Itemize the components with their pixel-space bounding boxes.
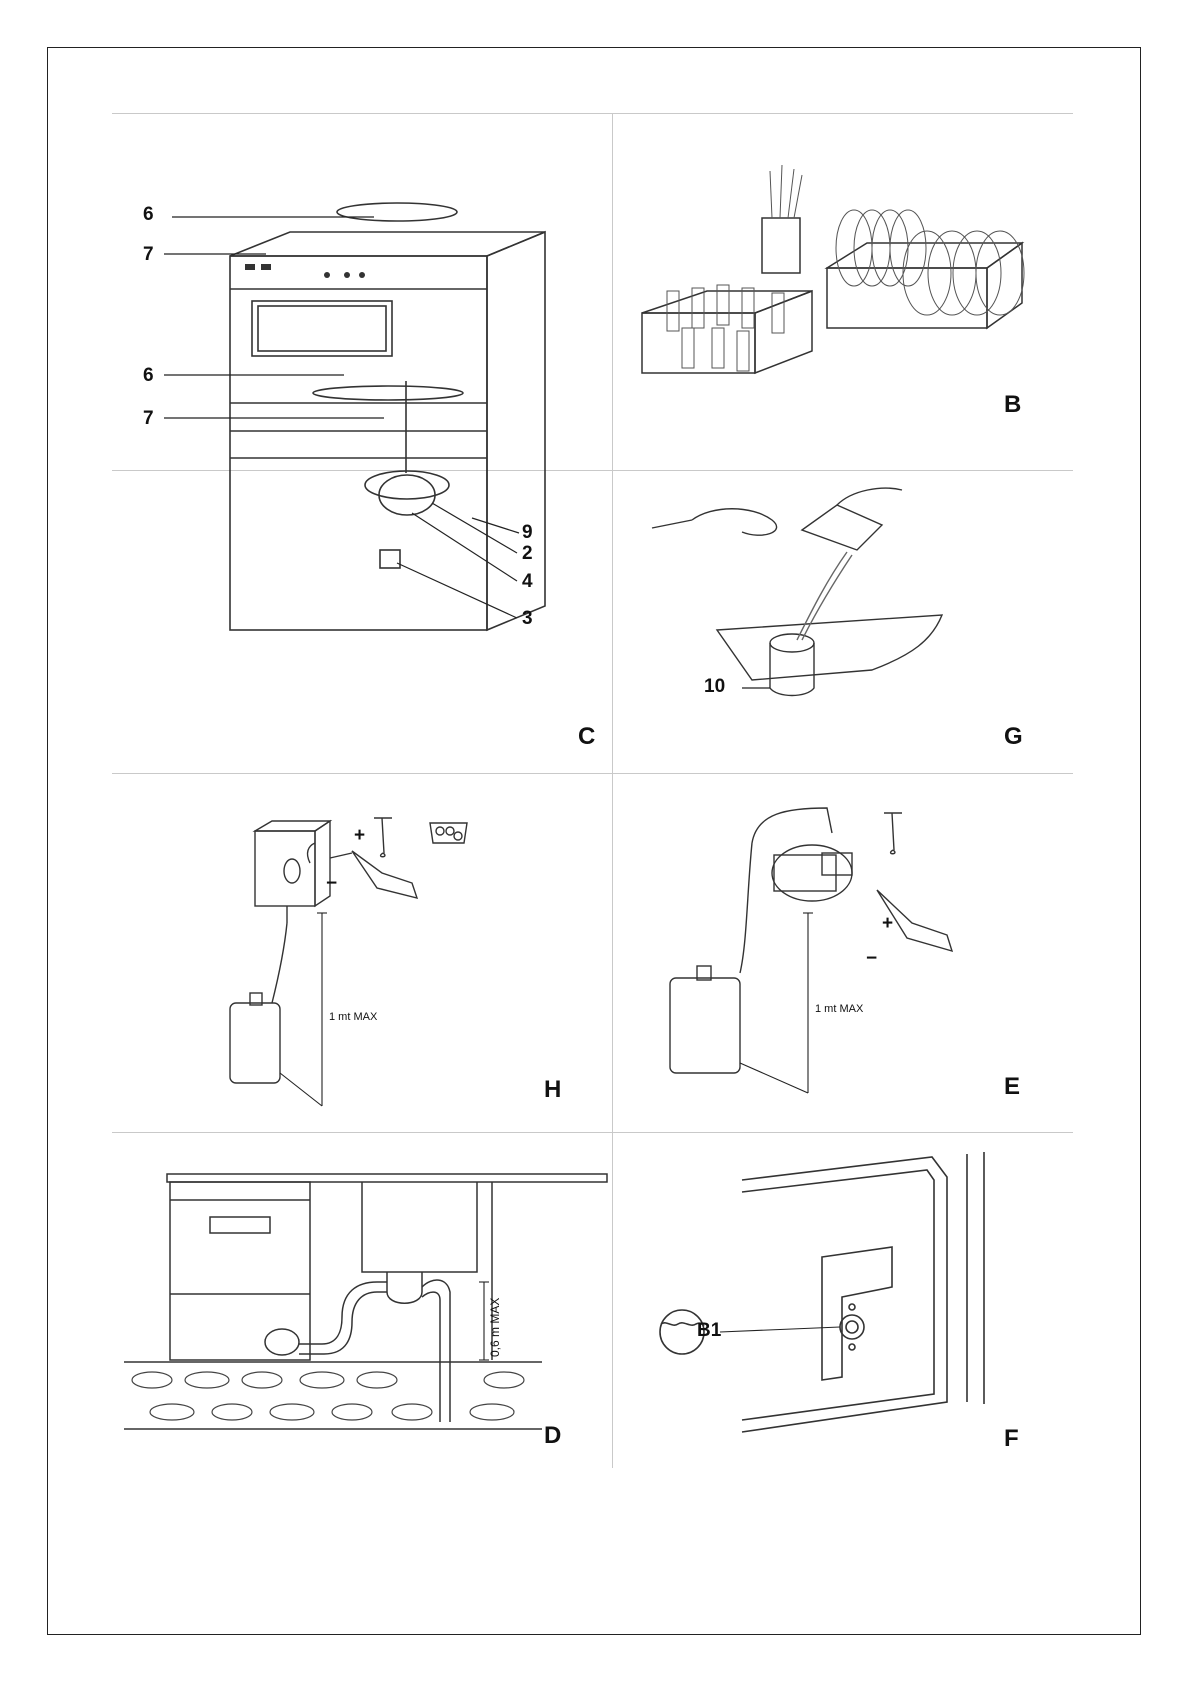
- panel-d: 0,6 m MAX D: [112, 1132, 612, 1468]
- callout-6-lower: 6: [143, 365, 154, 387]
- minus-symbol-e: −: [866, 948, 877, 970]
- plus-symbol-h: +: [354, 825, 365, 847]
- callout-7-lower: 7: [143, 408, 154, 430]
- panel-g: 10 G: [612, 470, 1073, 773]
- callout-10: 10: [704, 676, 725, 698]
- panel-letter-e: E: [1004, 1073, 1020, 1101]
- callout-3: 3: [522, 608, 533, 630]
- callout-b1: B1: [697, 1320, 721, 1342]
- panel-h: + − 1 mt MAX H: [112, 773, 612, 1132]
- minus-symbol-h: −: [326, 873, 337, 895]
- thermostat-illustration: [612, 1132, 1073, 1468]
- plus-symbol-e: +: [882, 913, 893, 935]
- max-height-note-e: 1 mt MAX: [815, 1003, 863, 1015]
- panel-f: B1 F: [612, 1132, 1073, 1468]
- panel-letter-d: D: [544, 1422, 561, 1450]
- figure-grid: 6 7 6 7 9 2 4 3 C: [112, 113, 1073, 1468]
- max-height-note-h: 1 mt MAX: [329, 1011, 377, 1023]
- panel-letter-b: B: [1004, 391, 1021, 419]
- panel-e: + − 1 mt MAX E: [612, 773, 1073, 1132]
- panel-b: B: [612, 113, 1073, 470]
- max-drain-height-note: 0,6 m MAX: [488, 1298, 502, 1357]
- panel-letter-f: F: [1004, 1425, 1019, 1453]
- callout-2: 2: [522, 543, 533, 565]
- panel-letter-c: C: [578, 723, 595, 751]
- callout-9: 9: [522, 522, 533, 544]
- callout-6-upper: 6: [143, 204, 154, 226]
- panel-letter-g: G: [1004, 723, 1023, 751]
- panel-letter-h: H: [544, 1076, 561, 1104]
- callout-4: 4: [522, 571, 533, 593]
- panel-c: 6 7 6 7 9 2 4 3 C: [112, 113, 612, 773]
- drain-installation-illustration: [112, 1132, 612, 1468]
- dishwasher-illustration: [112, 113, 612, 773]
- callout-7-upper: 7: [143, 244, 154, 266]
